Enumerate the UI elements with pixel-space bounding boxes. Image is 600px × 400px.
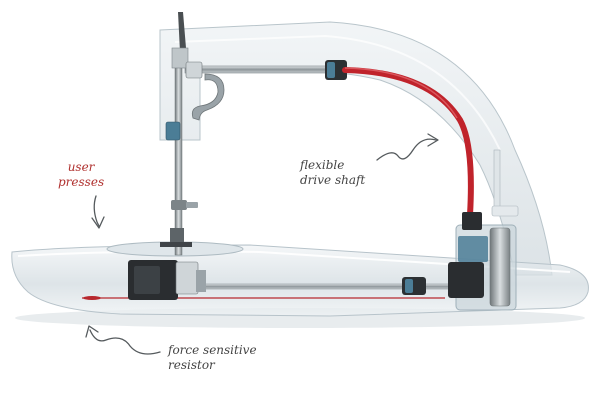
presser-foot (170, 228, 184, 246)
needle-bar (174, 54, 183, 256)
motor-gearbox (448, 262, 484, 298)
presser-screw (186, 202, 198, 208)
flexible-drive-shaft-line-2: drive shaft (300, 173, 366, 187)
motor-bracket (458, 236, 488, 262)
user-presses-line-2: presses (58, 175, 105, 189)
bar-collar (165, 121, 181, 141)
shaft-joint (185, 61, 203, 79)
drive-shaft-highlight (344, 67, 458, 119)
force-sensitive-resistor-line-2: resistor (168, 358, 215, 372)
force-sensitive-resistor-label: force sensitive resistor (168, 343, 257, 373)
drive-shaft-arrowhead (427, 133, 439, 147)
force-sensitive-resistor-line-1: force sensitive (168, 343, 257, 357)
spool-pin-base (491, 205, 519, 217)
user-presses-arrow (93, 195, 100, 227)
user-presses-line-1: user (67, 160, 95, 174)
drive-shaft-arrow (376, 138, 437, 161)
bobbin-housing (175, 261, 199, 295)
upper-coupling-accent (327, 62, 335, 78)
top-lever (178, 12, 186, 52)
resistor-pad (83, 296, 101, 300)
take-up-lever (191, 73, 225, 121)
presser-foot-base (160, 242, 192, 247)
resistor-arrowhead (85, 325, 99, 338)
presser-knob (171, 200, 187, 210)
motor-body (489, 227, 511, 307)
drive-shaft-coupling (462, 212, 482, 230)
needle-bar-clamp (171, 47, 189, 69)
flexible-drive-shaft-label: flexible drive shaft (300, 158, 365, 188)
flexible-drive-shaft (342, 67, 474, 218)
upper-shaft (184, 65, 336, 74)
spool-pin (493, 149, 501, 213)
lower-coupling-accent (405, 279, 413, 293)
user-presses-label: user presses (58, 160, 104, 190)
user-presses-arrowhead (91, 216, 105, 229)
flexible-drive-shaft-line-1: flexible (300, 158, 345, 172)
bobbin-case (134, 266, 160, 294)
bobbin-shaft-joint (196, 270, 206, 292)
arm-highlight (174, 34, 501, 151)
resistor-arrow (89, 329, 161, 355)
